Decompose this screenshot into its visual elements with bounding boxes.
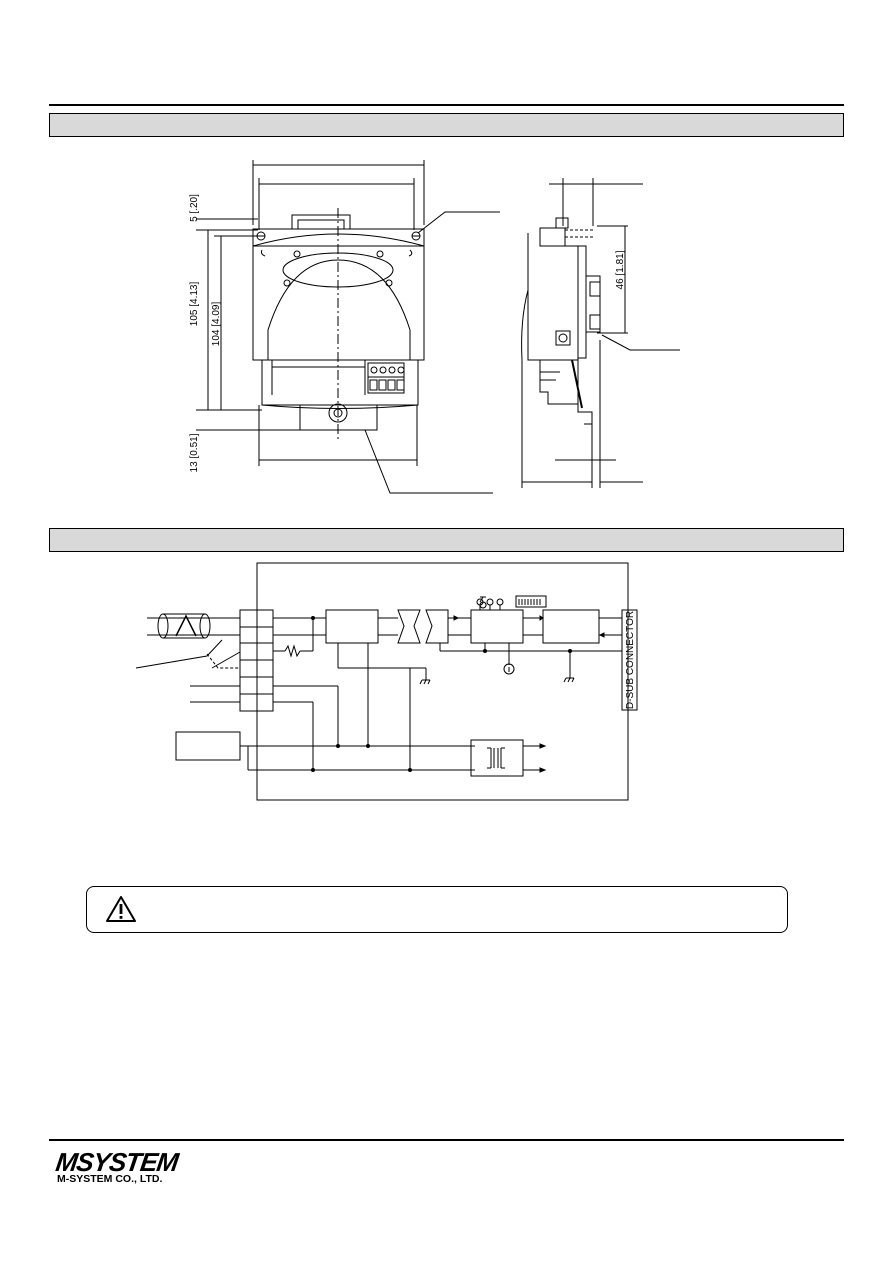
dim-height-total: 105 [4.13] [189, 282, 200, 327]
dim-height-body: 104 [4.09] [211, 302, 222, 347]
footer-rule [49, 1139, 844, 1141]
dim-bottom-offset: 13 [0.51] [189, 433, 200, 472]
company-logo: MSYSTEM M-SYSTEM CO., LTD. [53, 1147, 192, 1189]
side-view-drawing [521, 178, 680, 488]
dimension-labels: 105 [4.13] 104 [4.09] 5 [.20] 13 [0.51] … [189, 194, 626, 473]
warning-triangle-icon [106, 896, 136, 922]
dim-side-height: 46 [1.81] [615, 250, 626, 289]
logo-wordmark: MSYSTEM [53, 1147, 180, 1177]
section-band-dimensions [49, 113, 844, 137]
dim-top-offset: 5 [.20] [189, 194, 200, 222]
front-view-drawing [196, 160, 500, 494]
header-rule [49, 104, 844, 106]
d-sub-connector-label: D-SUB CONNECTOR [625, 611, 636, 709]
section-band-block-diagram [49, 528, 844, 552]
warning-box [86, 886, 788, 933]
block-diagram [135, 562, 638, 801]
company-name: M-SYSTEM CO., LTD. [57, 1173, 163, 1185]
